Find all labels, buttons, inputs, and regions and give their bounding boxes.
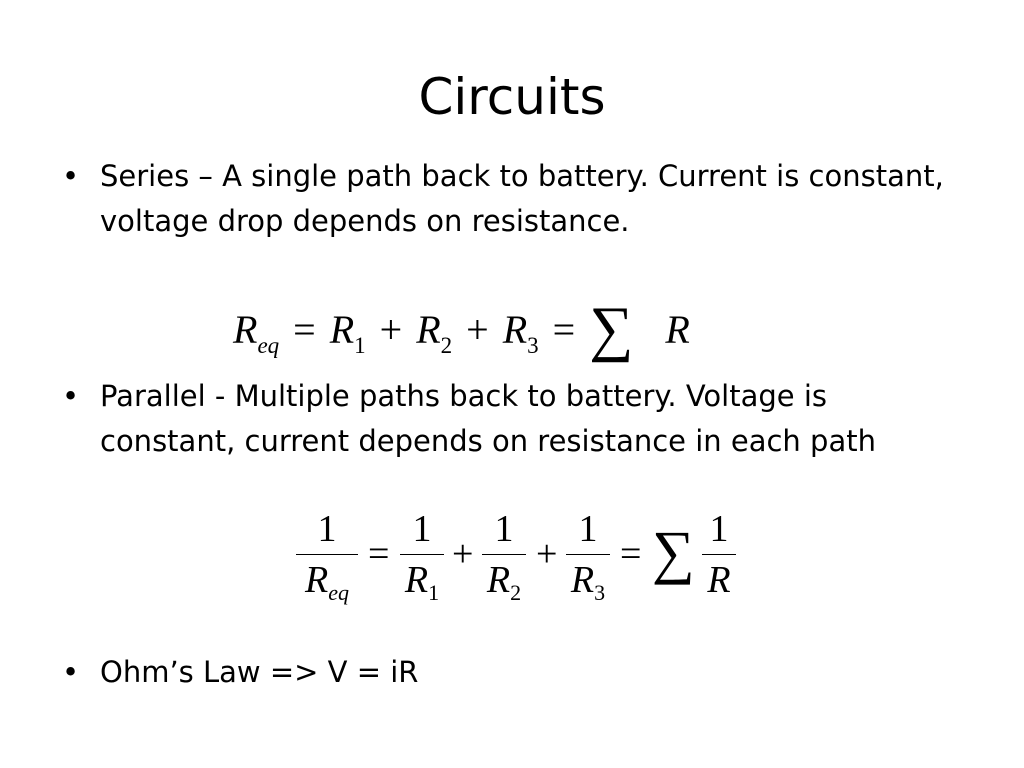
eq-lhs-var: R [233,307,258,352]
sigma-symbol: ∑ [589,295,634,363]
fraction-bar [702,554,736,555]
bullet-text: Series – A single path back to battery. … [100,159,944,238]
bullet-marker: • [62,379,80,413]
bullet-series: • Series – A single path back to battery… [62,154,962,244]
fraction-numerator: 1 [494,508,514,550]
eq-term3-sub: 3 [527,333,539,358]
eq-term3-var: R [502,307,528,352]
fraction-denominator: R [707,559,731,601]
eq-term2-sub: 2 [440,333,453,358]
fraction-numerator: 1 [578,508,598,550]
fraction-term2: 1 R2 [482,508,526,606]
fraction-sum: 1 R [702,508,736,601]
eq-sum-var: R [665,307,690,352]
bullet-marker: • [62,159,80,193]
eq-plus: + [536,533,558,575]
fraction-term1: 1 R1 [400,508,444,606]
bullet-text: Parallel - Multiple paths back to batter… [100,379,876,458]
fraction-denominator: R1 [404,559,440,605]
fraction-bar [566,554,610,555]
eq-term2-var: R [416,307,441,352]
eq-equals: = [620,533,642,575]
fraction-term3: 1 R3 [566,508,610,606]
eq-plus: + [379,307,403,352]
eq-equals: = [293,307,316,352]
bullet-text: Ohm’s Law => V = iR [100,655,419,689]
eq-term1-sub: 1 [354,333,366,358]
eq-equals: = [368,533,390,575]
series-resistance-equation: Req = R1 + R2 + R3 = ∑ R [233,288,690,368]
bullet-marker: • [62,655,80,689]
fraction-bar [296,554,358,555]
eq-plus: + [452,533,474,575]
slide-title: Circuits [418,68,606,126]
bullet-parallel: • Parallel - Multiple paths back to batt… [62,374,962,464]
eq-lhs-sub: eq [257,333,280,358]
fraction-lhs: 1 Req [296,508,358,606]
fraction-numerator: 1 [412,508,432,550]
fraction-denominator: R3 [570,559,606,605]
sigma-symbol: ∑ [652,519,695,585]
eq-term1-var: R [329,307,355,352]
fraction-numerator: 1 [317,508,337,550]
fraction-denominator: R2 [486,559,522,605]
fraction-bar [400,554,444,555]
fraction-bar [482,554,526,555]
eq-equals: = [552,307,576,352]
bullet-ohms-law: • Ohm’s Law => V = iR [62,650,962,695]
fraction-denominator: Req [305,559,349,605]
fraction-numerator: 1 [709,508,729,550]
eq-plus: + [466,307,489,352]
